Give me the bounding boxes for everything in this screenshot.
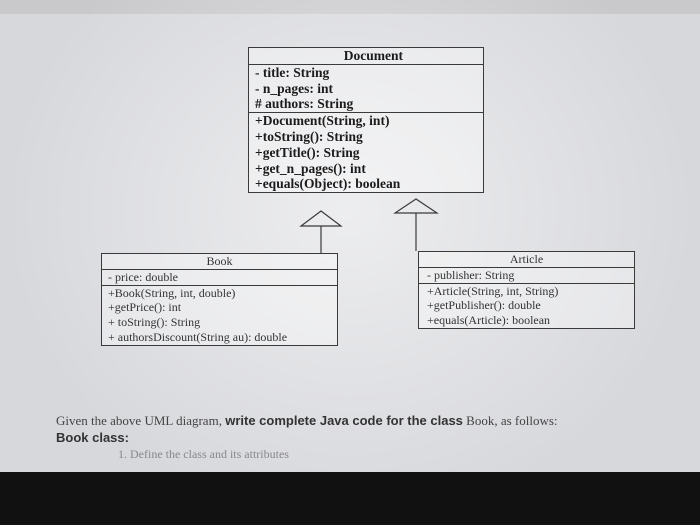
document-attribute: # authors: String xyxy=(255,96,354,112)
question-class: Book, as follows: xyxy=(466,413,558,428)
book-class-box: Book - price: double +Book(String, int, … xyxy=(101,253,338,346)
question-text: Given the above UML diagram, write compl… xyxy=(56,412,676,463)
question-line-1: Given the above UML diagram, write compl… xyxy=(56,412,676,429)
book-attributes: - price: double xyxy=(102,270,337,286)
article-method: +equals(Article): boolean xyxy=(427,313,551,328)
document-class-box: Document - title: String - n_pages: int … xyxy=(248,47,484,194)
question-line-2: Book class: xyxy=(56,430,129,445)
book-method: +getPrice(): int xyxy=(108,300,182,315)
document-method: +Document(String, int) xyxy=(255,113,390,129)
article-class-name: Article xyxy=(419,252,634,268)
question-intro: Given the above UML diagram, xyxy=(56,413,222,428)
book-method: +Book(String, int, double) xyxy=(108,285,236,300)
article-attributes: - publisher: String xyxy=(419,268,634,284)
document-method: +getTitle(): String xyxy=(255,144,360,160)
article-inheritance-arrowhead xyxy=(393,198,439,214)
document-methods: +Document(String, int) +toString(): Stri… xyxy=(249,113,483,192)
document-method: +toString(): String xyxy=(255,128,363,144)
article-attribute: - publisher: String xyxy=(427,267,515,282)
book-attribute: - price: double xyxy=(108,269,178,284)
book-methods: +Book(String, int, double) +getPrice(): … xyxy=(102,286,337,345)
article-method: +getPublisher(): double xyxy=(427,298,541,313)
document-attribute: - n_pages: int xyxy=(255,80,334,96)
document-attribute: - title: String xyxy=(255,64,330,80)
document-attributes: - title: String - n_pages: int # authors… xyxy=(249,64,483,114)
question-line-3-partial: 1. Define the class and its attributes xyxy=(118,447,289,461)
document-method: +equals(Object): boolean xyxy=(255,176,401,192)
book-class-name: Book xyxy=(102,254,337,270)
document-method: +get_n_pages(): int xyxy=(255,160,366,176)
article-method: +Article(String, int, String) xyxy=(427,283,559,298)
question-instruction: write complete Java code for the class xyxy=(225,413,463,428)
article-methods: +Article(String, int, String) +getPublis… xyxy=(419,284,634,328)
document-class-name: Document xyxy=(249,48,483,65)
dark-bottom-edge xyxy=(0,472,700,525)
article-class-box: Article - publisher: String +Article(Str… xyxy=(418,251,635,329)
book-inheritance-arrowhead xyxy=(299,210,343,227)
book-method: + authorsDiscount(String au): double xyxy=(108,329,288,344)
book-method: + toString(): String xyxy=(108,315,201,330)
